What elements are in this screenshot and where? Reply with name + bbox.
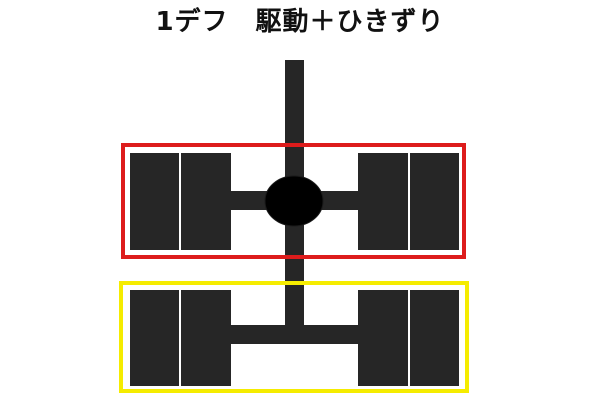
differential [264, 175, 324, 227]
rear-axle [230, 325, 360, 344]
dragged-axle-frame [119, 281, 469, 393]
front-left-dual-tires [130, 153, 231, 250]
tire [358, 290, 408, 386]
driven-axle-frame [121, 143, 466, 259]
front-right-dual-tires [358, 153, 459, 250]
tire [130, 290, 179, 386]
diagram-title: 1デフ 駆動＋ひきずり [155, 7, 445, 37]
rear-left-dual-tires [130, 290, 231, 386]
tire [410, 290, 459, 386]
tire [181, 290, 231, 386]
tire [410, 153, 459, 250]
tire [130, 153, 179, 250]
tire [358, 153, 408, 250]
rear-right-dual-tires [358, 290, 459, 386]
tire [181, 153, 231, 250]
